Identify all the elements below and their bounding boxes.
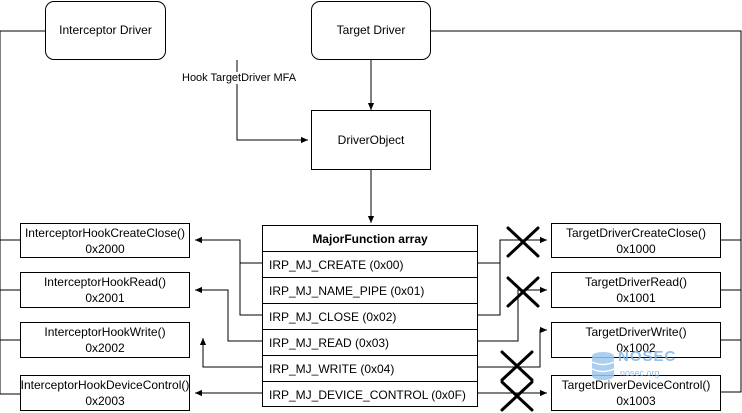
interceptor-hook-createclose-box: InterceptorHookCreateClose() 0x2000 <box>20 223 190 258</box>
fn-name: TargetDriverWrite() <box>585 325 687 339</box>
target-driver-createclose-box: TargetDriverCreateClose() 0x1000 <box>551 223 721 258</box>
watermark-subtitle: nosec.org <box>620 368 660 378</box>
fn-addr: 0x2000 <box>85 241 125 256</box>
fn-name: InterceptorHookWrite() <box>44 325 166 339</box>
edge-read-to-target <box>478 286 547 342</box>
cross-mark-devctl <box>500 380 534 412</box>
cross-mark-read <box>506 276 540 308</box>
interceptor-driver-node: Interceptor Driver <box>45 1 166 60</box>
interceptor-driver-label: Interceptor Driver <box>59 23 152 37</box>
interceptor-hook-devicecontrol-box: InterceptorHookDeviceControl() 0x2003 <box>20 375 190 411</box>
mf-row-close: IRP_MJ_CLOSE (0x02) <box>263 304 477 330</box>
driverobject-label: DriverObject <box>337 132 405 147</box>
fn-addr: 0x1001 <box>616 291 656 305</box>
edge-close-to-target <box>478 263 501 316</box>
mf-row-name-pipe: IRP_MJ_NAME_PIPE (0x01) <box>263 278 477 304</box>
fn-addr: 0x1003 <box>616 394 656 408</box>
driverobject-node: DriverObject <box>311 110 431 170</box>
target-driver-devicecontrol-box: TargetDriverDeviceControl() 0x1003 <box>551 375 721 411</box>
fn-addr: 0x2002 <box>85 341 125 355</box>
fn-addr: 0x1002 <box>616 341 656 355</box>
majorfunction-array: MajorFunction array IRP_MJ_CREATE (0x00)… <box>262 225 478 407</box>
fn-name: TargetDriverDeviceControl() <box>561 378 711 392</box>
watermark-title: NOSEC <box>618 348 677 365</box>
target-driver-label: Target Driver <box>336 23 406 37</box>
database-icon <box>591 352 615 380</box>
mf-row-write: IRP_MJ_WRITE (0x04) <box>263 356 477 382</box>
interceptor-hook-read-box: InterceptorHookRead() 0x2001 <box>20 272 190 308</box>
edge-write-to-target <box>478 326 547 368</box>
mf-row-create: IRP_MJ_CREATE (0x00) <box>263 252 477 278</box>
hook-edge-label: Hook TargetDriver MFA <box>182 72 297 84</box>
target-driver-read-box: TargetDriverRead() 0x1001 <box>551 272 721 308</box>
cross-mark-createclose <box>506 226 540 258</box>
target-driver-write-box: TargetDriverWrite() 0x1002 <box>551 322 721 358</box>
fn-name: InterceptorHookCreateClose() <box>24 225 186 240</box>
fn-addr: 0x1000 <box>616 241 656 256</box>
majorfunction-header: MajorFunction array <box>263 226 477 252</box>
edge-hook-mfa <box>236 60 308 144</box>
interceptor-hook-write-box: InterceptorHookWrite() 0x2002 <box>20 322 190 358</box>
fn-name: TargetDriverRead() <box>584 275 688 289</box>
mf-row-read: IRP_MJ_READ (0x03) <box>263 330 477 356</box>
fn-name: TargetDriverCreateClose() <box>565 225 707 240</box>
fn-addr: 0x2001 <box>85 291 125 305</box>
edge-create-to-hook <box>195 236 262 264</box>
fn-name: InterceptorHookDeviceControl() <box>20 378 190 392</box>
fn-addr: 0x2003 <box>85 394 125 408</box>
edge-write-to-hook <box>199 338 262 368</box>
bus-interceptor-left <box>0 30 45 395</box>
nosec-watermark: NOSEC nosec.org <box>588 346 698 386</box>
target-driver-node: Target Driver <box>311 1 431 60</box>
cross-mark-write <box>500 350 534 382</box>
bus-target-right <box>431 30 742 393</box>
mf-row-device-control: IRP_MJ_DEVICE_CONTROL (0x0F) <box>269 388 466 402</box>
edge-read-to-hook <box>195 286 262 342</box>
fn-name: InterceptorHookRead() <box>43 275 167 289</box>
edge-close-to-hook <box>239 240 262 316</box>
